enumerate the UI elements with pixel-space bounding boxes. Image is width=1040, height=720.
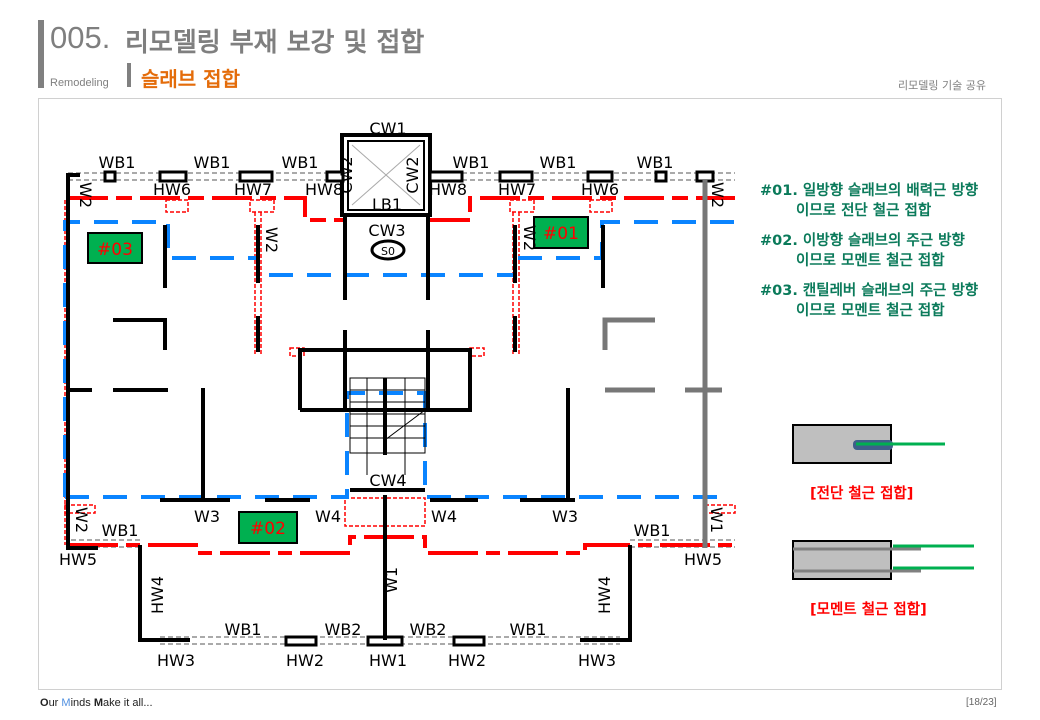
plan-label: WB1 (282, 153, 319, 172)
plan-label: WB2 (325, 620, 362, 639)
plan-label: HW5 (59, 550, 97, 569)
moment-joint-caption: [모멘트 철근 접합] (810, 602, 927, 618)
plan-label: HW2 (286, 651, 324, 670)
plan-label: HW8 (305, 180, 343, 199)
header-right-label: 리모델링 기술 공유 (898, 79, 986, 92)
plan-label: S0 (381, 245, 395, 258)
plan-label: WB1 (194, 153, 231, 172)
plan-label: HW2 (448, 651, 486, 670)
plan-label: HW6 (581, 180, 619, 199)
column-blocks (103, 170, 715, 183)
page-indicator: [18/23] (966, 697, 997, 708)
walls (66, 133, 632, 647)
shear-joint-caption: [전단 철근 접합] (810, 486, 914, 502)
svg-text:#01: #01 (543, 224, 579, 244)
plan-label: HW4 (595, 576, 614, 614)
footer-slogan: Our Minds Make it all... (40, 697, 153, 709)
plan-label: WB1 (102, 521, 139, 540)
plan-label: CW3 (368, 221, 405, 240)
plan-label: WB1 (637, 153, 674, 172)
content-panel (38, 98, 1002, 690)
marker-03: #03 (87, 232, 143, 264)
plan-label: W4 (315, 507, 341, 526)
shear-joint-diagram (792, 424, 945, 464)
plan-label: HW7 (234, 180, 272, 199)
plan-label: W4 (431, 507, 457, 526)
slab-joint-line-red (68, 196, 735, 555)
plan-label: W2 (520, 225, 539, 251)
existing-wall-grey (602, 180, 722, 548)
plan-label: HW5 (684, 550, 722, 569)
plan-label: W2 (708, 182, 727, 208)
plan-label: WB2 (410, 620, 447, 639)
plan-label: WB1 (225, 620, 262, 639)
plan-label: HW3 (578, 651, 616, 670)
subtitle-bar (127, 63, 131, 87)
plan-label: CW2 (403, 156, 422, 193)
plan-label: W2 (76, 182, 95, 208)
plan-label: WB1 (634, 521, 671, 540)
plan-label: WB1 (540, 153, 577, 172)
plan-labels: WB1 WB1 WB1 WB1 WB1 WB1 HW6 HW7 HW8 HW8 … (59, 119, 727, 670)
section-english-label: Remodeling (50, 77, 109, 89)
svg-text:#03: #03 (97, 240, 133, 260)
plan-label: HW7 (498, 180, 536, 199)
marker-02: #02 (238, 511, 298, 544)
header-accent-bar (38, 20, 44, 88)
plan-label: HW3 (157, 651, 195, 670)
plan-label: W3 (194, 507, 220, 526)
plan-label: CW2 (337, 156, 356, 193)
page-title: 리모델링 부재 보강 및 접합 (125, 28, 425, 58)
stairs (349, 377, 426, 475)
section-number: 005. (50, 20, 111, 55)
plan-label: LB1 (372, 195, 402, 214)
svg-text:#02: #02 (250, 519, 286, 539)
opening-s0 (370, 239, 406, 261)
plan-label: CW4 (369, 471, 406, 490)
plan-label: W2 (72, 507, 91, 533)
plan-label: W3 (552, 507, 578, 526)
plan-label: HW4 (148, 576, 167, 614)
page-subtitle: 슬래브 접합 (141, 67, 240, 91)
plan-label: WB1 (453, 153, 490, 172)
plan-label: CW1 (369, 119, 406, 138)
plan-label: WB1 (510, 620, 547, 639)
marker-01: #01 (533, 216, 589, 249)
plan-label: HW8 (429, 180, 467, 199)
plan-label: HW1 (369, 651, 407, 670)
plan-label: W2 (262, 227, 281, 253)
plan-label: HW6 (153, 180, 191, 199)
plan-label: WB1 (99, 153, 136, 172)
moment-joint-diagram (792, 540, 974, 580)
plan-label: W1 (382, 567, 401, 593)
plan-label: W1 (707, 507, 726, 533)
